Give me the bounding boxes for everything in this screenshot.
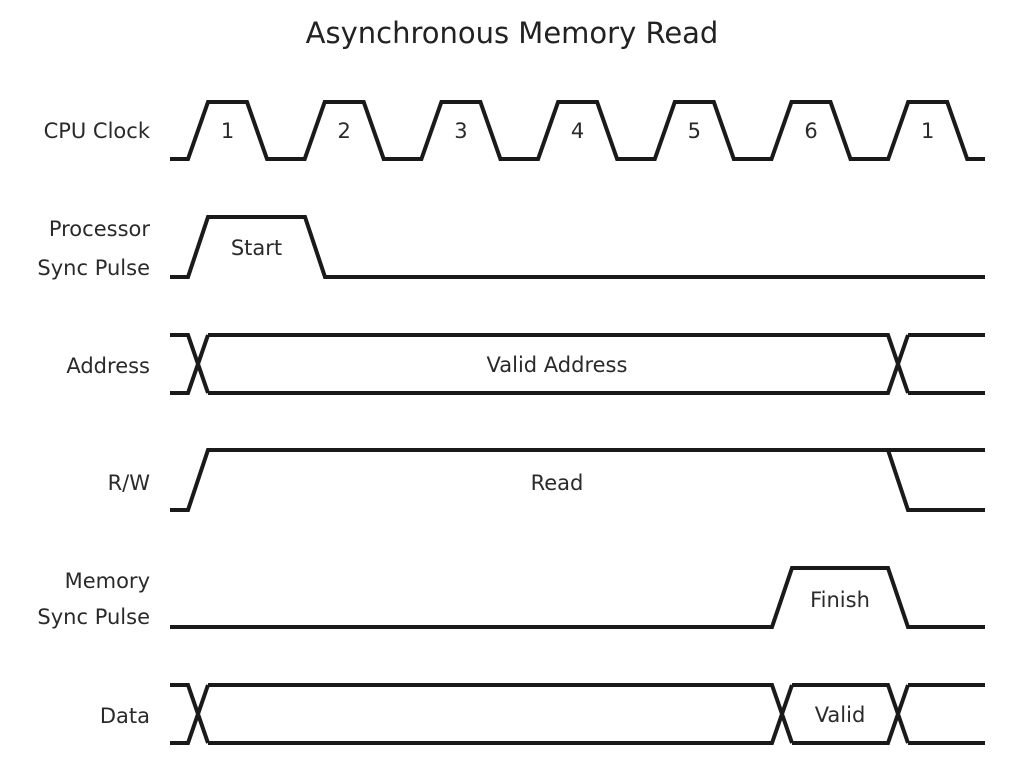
- label-processor-line2: Sync Pulse: [37, 256, 150, 280]
- waveform-rw: [170, 448, 985, 512]
- label-memory-line1: Memory: [65, 569, 150, 593]
- label-processor-line1: Processor: [49, 217, 151, 241]
- clock-cycle-label: 5: [688, 119, 701, 143]
- signal-label-cpu-clock: CPU Clock: [44, 119, 151, 143]
- label-address: Address: [66, 354, 150, 378]
- label-data: Data: [100, 704, 150, 728]
- pulse-label-finish: Finish: [810, 588, 870, 612]
- signal-label-memory-sync-pulse: Memory Sync Pulse: [37, 569, 150, 629]
- clock-cycle-label: 3: [454, 119, 467, 143]
- clock-cycle-label: 1: [921, 119, 934, 143]
- waveform-memory-sync-pulse: [170, 566, 985, 629]
- signal-label-address: Address: [66, 354, 150, 378]
- waveform-data: [170, 683, 985, 745]
- signal-label-data: Data: [100, 704, 150, 728]
- label-cpu-clock: CPU Clock: [44, 119, 151, 143]
- bus-label-valid: Valid: [815, 703, 866, 727]
- clock-cycle-label: 4: [571, 119, 584, 143]
- level-label-read: Read: [531, 471, 584, 495]
- pulse-label-start: Start: [231, 236, 282, 260]
- waveform-processor-sync-pulse: [170, 215, 985, 279]
- waveform-address: [170, 333, 985, 395]
- label-memory-line2: Sync Pulse: [37, 605, 150, 629]
- clock-cycle-label: 1: [221, 119, 234, 143]
- signal-label-rw: R/W: [108, 471, 151, 495]
- waveform-cpu-clock: [170, 100, 985, 161]
- label-rw: R/W: [108, 471, 151, 495]
- clock-cycle-label: 2: [338, 119, 351, 143]
- bus-label-valid-address: Valid Address: [487, 353, 628, 377]
- diagram-title: Asynchronous Memory Read: [305, 16, 719, 50]
- clock-cycle-label: 6: [804, 119, 817, 143]
- signal-label-processor-sync-pulse: Processor Sync Pulse: [37, 217, 150, 280]
- clock-cycle-labels: 1 2 3 4 5 6 1: [221, 119, 935, 143]
